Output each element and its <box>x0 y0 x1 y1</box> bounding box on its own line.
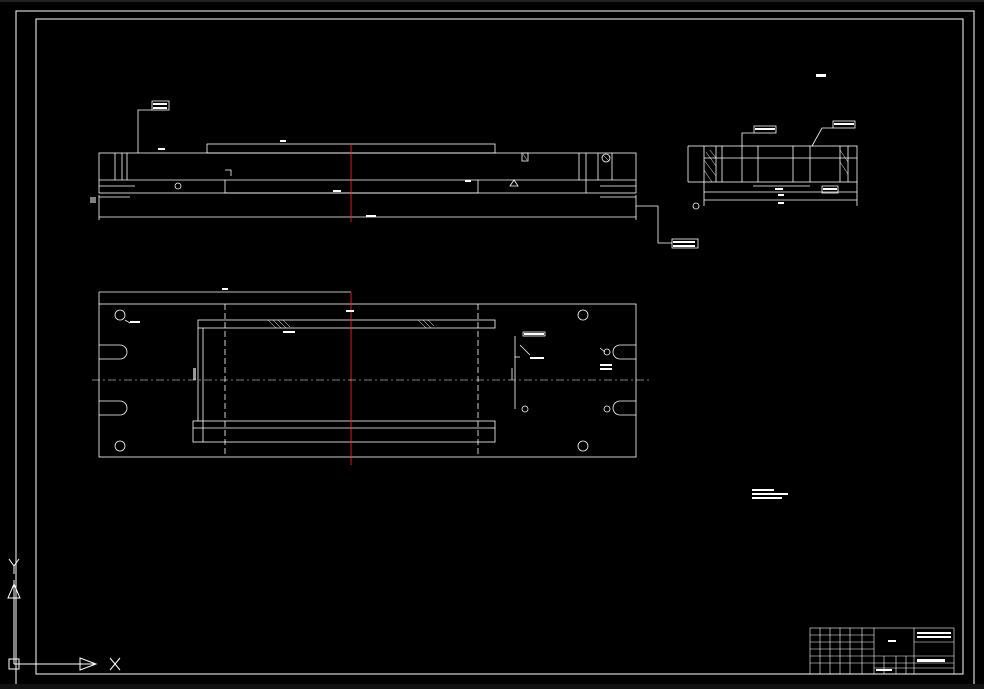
top-view-hatching <box>267 319 435 329</box>
side-view-dim-text <box>755 74 854 204</box>
sheet-border <box>15 10 975 687</box>
status-bar <box>0 684 984 689</box>
ucs-icon <box>7 558 121 671</box>
front-view[interactable] <box>98 100 699 249</box>
top-view[interactable] <box>98 291 637 458</box>
technical-notes <box>752 489 788 499</box>
top-view-dim-text <box>130 288 612 380</box>
front-view-hatching <box>522 153 610 162</box>
side-view[interactable] <box>687 120 858 210</box>
front-view-dim-text <box>90 103 695 247</box>
side-view-hatching <box>703 149 849 183</box>
window-top-strip <box>0 0 984 2</box>
title-block <box>809 627 955 675</box>
